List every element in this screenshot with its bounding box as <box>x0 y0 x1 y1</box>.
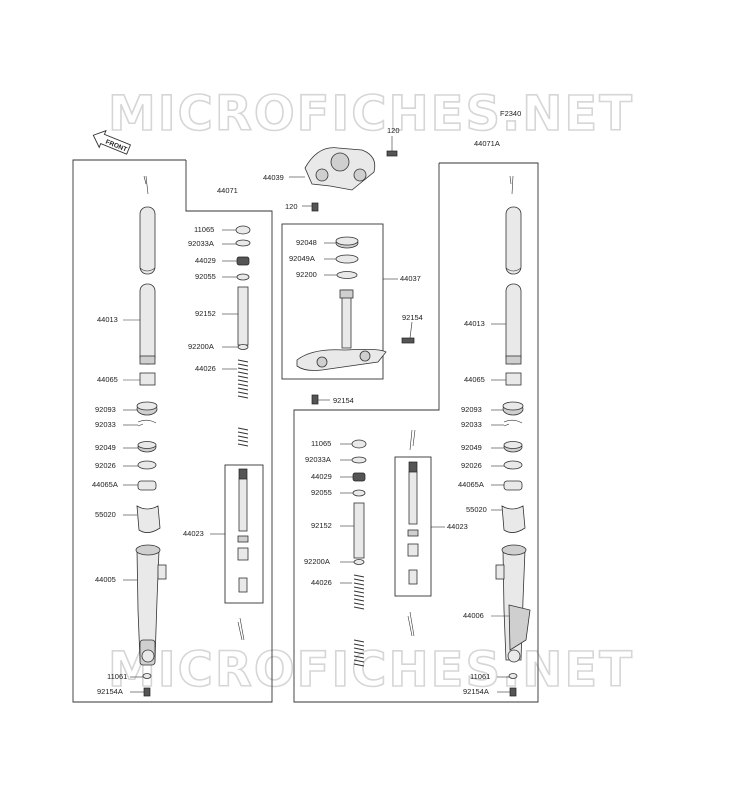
label-44037: 44037 <box>400 274 421 283</box>
label-120-left: 120 <box>285 202 298 211</box>
label-R-44006: 44006 <box>463 611 484 620</box>
label-L-44065: 44065 <box>97 375 118 384</box>
right-spring-lower <box>353 639 365 667</box>
label-R-44026: 44026 <box>311 578 332 587</box>
label-R-92033: 92033 <box>461 420 482 429</box>
label-R-44013: 44013 <box>464 319 485 328</box>
label-44071: 44071 <box>217 186 238 195</box>
label-120-top: 120 <box>387 126 400 135</box>
label-L-55020: 55020 <box>95 510 116 519</box>
label-L-92152: 92152 <box>195 309 216 318</box>
label-92154-right: 92154 <box>402 313 423 322</box>
right-spring-upper <box>353 574 365 610</box>
label-L-92033A: 92033A <box>188 239 214 248</box>
right-cartridge-parts <box>351 429 419 637</box>
label-R-92200A: 92200A <box>304 557 330 566</box>
right-cartridge-box <box>394 456 432 597</box>
left-spring-lower <box>237 427 249 447</box>
label-44071A: 44071A <box>474 139 500 148</box>
label-44039: 44039 <box>263 173 284 182</box>
label-R-55020: 55020 <box>466 505 487 514</box>
label-L-92055: 92055 <box>195 272 216 281</box>
label-R-44065A: 44065A <box>458 480 484 489</box>
label-R-92152: 92152 <box>311 521 332 530</box>
label-R-44023: 44023 <box>447 522 468 531</box>
label-R-92154A: 92154A <box>463 687 489 696</box>
label-L-92200A: 92200A <box>188 342 214 351</box>
fork-springs <box>237 359 365 667</box>
label-L-11061: 11061 <box>107 672 127 681</box>
label-R-44029: 44029 <box>311 472 332 481</box>
left-assembly-outline <box>72 159 273 703</box>
label-L-92033: 92033 <box>95 420 116 429</box>
label-L-44065A: 44065A <box>92 480 118 489</box>
label-L-44026: 44026 <box>195 364 216 373</box>
label-L-44029: 44029 <box>195 256 216 265</box>
watermark-top: MICROFICHES.NET <box>108 86 634 142</box>
label-L-44023: 44023 <box>183 529 204 538</box>
label-92154-bottom: 92154 <box>333 396 354 405</box>
label-L-92154A: 92154A <box>97 687 123 696</box>
label-R-11061: 11061 <box>470 672 490 681</box>
label-92049A: 92049A <box>289 254 315 263</box>
label-L-44013: 44013 <box>97 315 118 324</box>
left-spring-upper <box>237 359 249 399</box>
right-assembly-outline <box>293 162 539 703</box>
label-L-92026: 92026 <box>95 461 116 470</box>
triple-clamp-parts <box>296 147 415 405</box>
watermark-bottom: MICROFICHES.NET <box>108 642 634 698</box>
leader-lines <box>123 136 510 693</box>
part-labels: 44071 44071A 120 44039 120 92048 92049A … <box>92 126 500 696</box>
left-cartridge-parts <box>235 225 251 641</box>
label-L-11065: 11065 <box>194 225 214 234</box>
label-R-92026: 92026 <box>461 461 482 470</box>
label-L-44005: 44005 <box>95 575 116 584</box>
label-L-92049: 92049 <box>95 443 116 452</box>
label-R-44065: 44065 <box>464 375 485 384</box>
left-fork-parts <box>135 175 167 697</box>
label-92048: 92048 <box>296 238 317 247</box>
label-R-11065: 11065 <box>311 439 331 448</box>
label-L-92093: 92093 <box>95 405 116 414</box>
diagram-code: F2340 <box>500 109 521 118</box>
label-R-92049: 92049 <box>461 443 482 452</box>
steering-stem-box <box>281 223 384 380</box>
right-fork-parts <box>495 175 531 697</box>
label-R-92033A: 92033A <box>305 455 331 464</box>
label-92200: 92200 <box>296 270 317 279</box>
label-R-92055: 92055 <box>311 488 332 497</box>
label-R-92093: 92093 <box>461 405 482 414</box>
